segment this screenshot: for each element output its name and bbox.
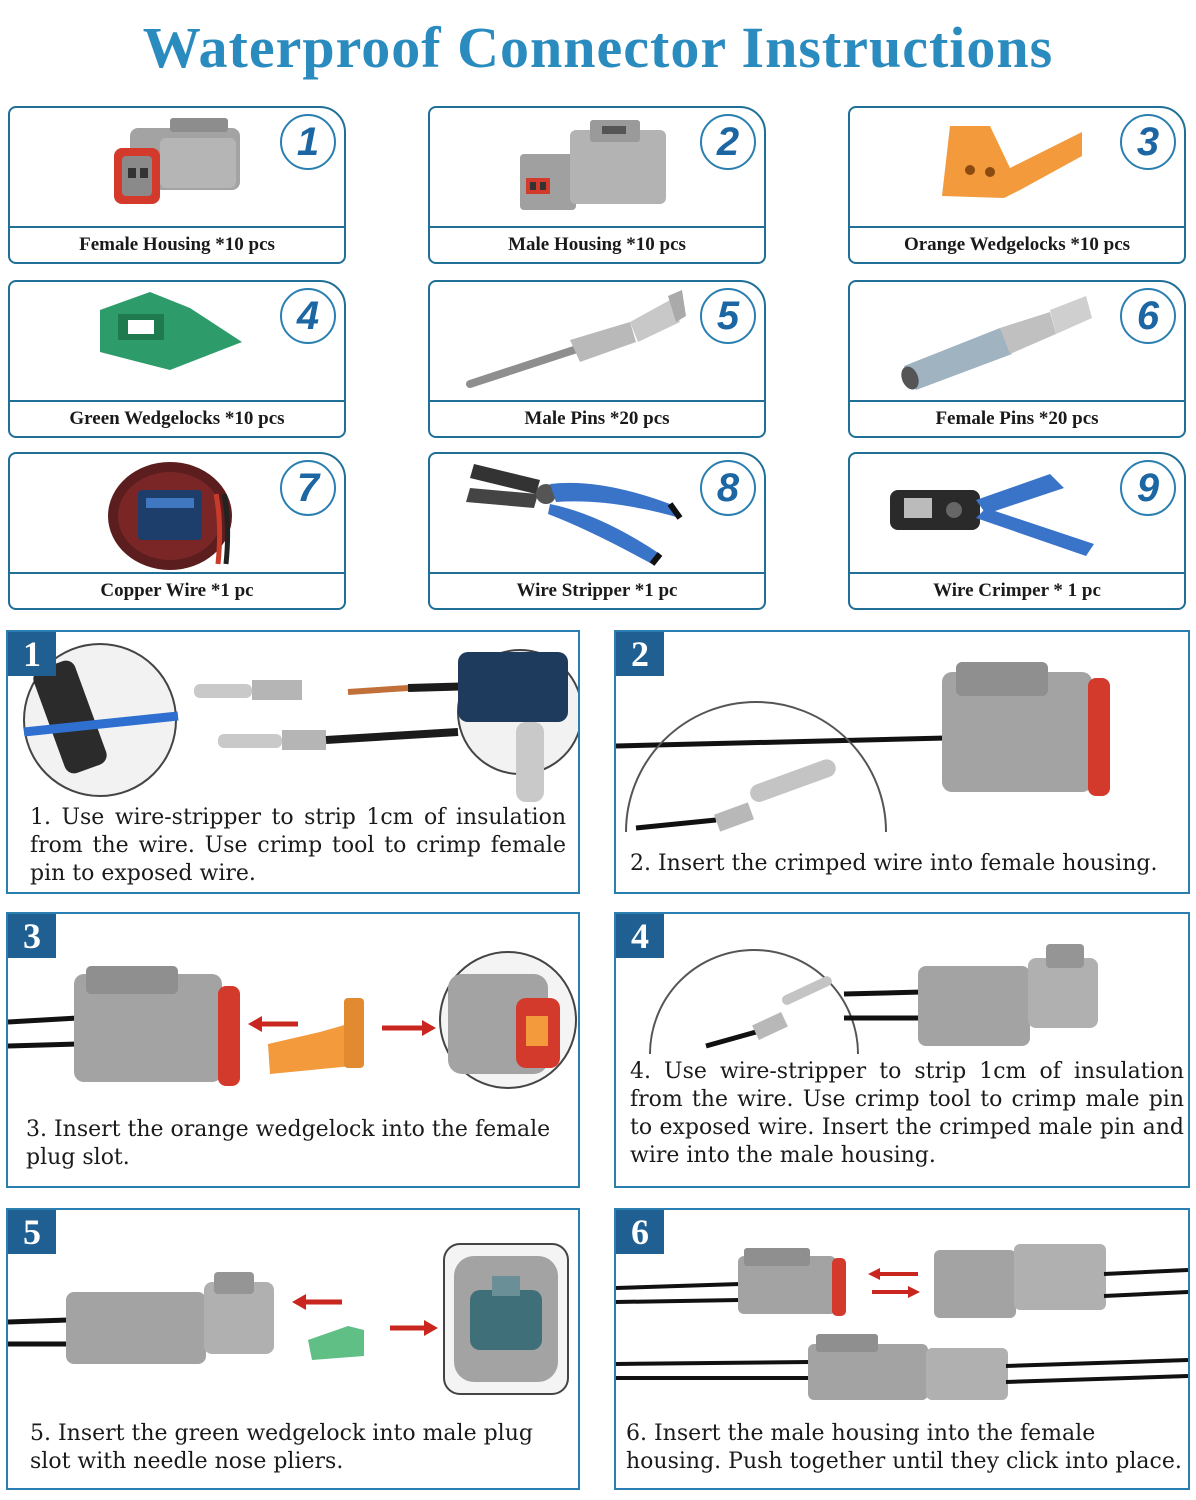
- part-card-male-pin: 5 Male Pins *20 pcs: [428, 280, 766, 438]
- part-number-badge: 7: [280, 460, 336, 516]
- step-instruction-text: 2. Insert the crimped wire into female h…: [630, 851, 1158, 876]
- part-label: Female Housing *10 pcs: [10, 226, 344, 262]
- step-2-panel: 2 2. Insert the crimped wire into female…: [614, 630, 1190, 894]
- step-6-illustration: [616, 1244, 1188, 1400]
- step-instruction-text: 5. Insert the green wedgelock into male …: [30, 1421, 533, 1474]
- part-card-wire-stripper: 8 Wire Stripper *1 pc: [428, 452, 766, 610]
- step-instruction-text: 6. Insert the male housing into the fema…: [626, 1421, 1182, 1474]
- step-4-panel: 4 4. Use wire-stripper to strip 1cm of i…: [614, 912, 1190, 1188]
- step-instruction-text: 1. Use wire-stripper to strip 1cm of ins…: [30, 805, 566, 886]
- orange-wedgelock-icon: [942, 126, 1082, 198]
- male-pin-icon: [466, 290, 686, 388]
- part-label: Wire Crimper * 1 pc: [850, 572, 1184, 608]
- part-card-male-housing: 2 Male Housing *10 pcs: [428, 106, 766, 264]
- step-1-panel: 1 1. Use wire-stripper to strip 1cm of i…: [6, 630, 580, 894]
- part-label: Orange Wedgelocks *10 pcs: [850, 226, 1184, 262]
- step-number-badge: 1: [8, 632, 56, 676]
- part-number-badge: 3: [1120, 114, 1176, 170]
- page-title: Waterproof Connector Instructions: [142, 15, 1054, 80]
- female-pin-icon: [901, 296, 1092, 390]
- step-3-panel: 3 3. Insert the orange wedgelock into th…: [6, 912, 580, 1188]
- part-number-badge: 9: [1120, 460, 1176, 516]
- part-label: Wire Stripper *1 pc: [430, 572, 764, 608]
- step-4-illustration: [649, 944, 1098, 1055]
- part-card-copper-wire: 7 Copper Wire *1 pc: [8, 452, 346, 610]
- green-wedgelock-icon: [100, 292, 242, 370]
- part-label: Female Pins *20 pcs: [850, 400, 1184, 436]
- step-5-panel: 5 5. Insert the green wedgelock into mal…: [6, 1208, 580, 1490]
- step-number-badge: 4: [616, 914, 664, 958]
- step-number-badge: 6: [616, 1210, 664, 1254]
- part-label: Male Housing *10 pcs: [430, 226, 764, 262]
- step-instruction-text: 4. Use wire-stripper to strip 1cm of ins…: [630, 1059, 1184, 1168]
- part-number-badge: 8: [700, 460, 756, 516]
- part-card-female-housing: 1 Female Housing *10 pcs: [8, 106, 346, 264]
- part-number-badge: 1: [280, 114, 336, 170]
- part-card-orange-wedgelock: 3 Orange Wedgelocks *10 pcs: [848, 106, 1186, 264]
- step-1-illustration: [23, 643, 578, 802]
- part-number-badge: 2: [700, 114, 756, 170]
- part-label: Copper Wire *1 pc: [10, 572, 344, 608]
- wire-spool-icon: [108, 462, 232, 570]
- part-number-badge: 4: [280, 288, 336, 344]
- part-label: Green Wedgelocks *10 pcs: [10, 400, 344, 436]
- female-housing-icon: [114, 118, 240, 204]
- step-3-illustration: [8, 951, 577, 1089]
- step-5-illustration: [8, 1243, 569, 1395]
- part-card-wire-crimper: 9 Wire Crimper * 1 pc: [848, 452, 1186, 610]
- step-number-badge: 3: [8, 914, 56, 958]
- part-number-badge: 5: [700, 288, 756, 344]
- wire-crimper-icon: [890, 474, 1094, 556]
- step-number-badge: 2: [616, 632, 664, 676]
- part-card-female-pin: 6 Female Pins *20 pcs: [848, 280, 1186, 438]
- step-instruction-text: 3. Insert the orange wedgelock into the …: [26, 1117, 551, 1170]
- male-housing-icon: [520, 120, 666, 210]
- step-2-illustration: [616, 662, 1110, 833]
- part-card-green-wedgelock: 4 Green Wedgelocks *10 pcs: [8, 280, 346, 438]
- part-label: Male Pins *20 pcs: [430, 400, 764, 436]
- step-6-panel: 6 6. Insert the male housing into the fe…: [614, 1208, 1190, 1490]
- step-number-badge: 5: [8, 1210, 56, 1254]
- wire-stripper-icon: [466, 464, 683, 566]
- part-number-badge: 6: [1120, 288, 1176, 344]
